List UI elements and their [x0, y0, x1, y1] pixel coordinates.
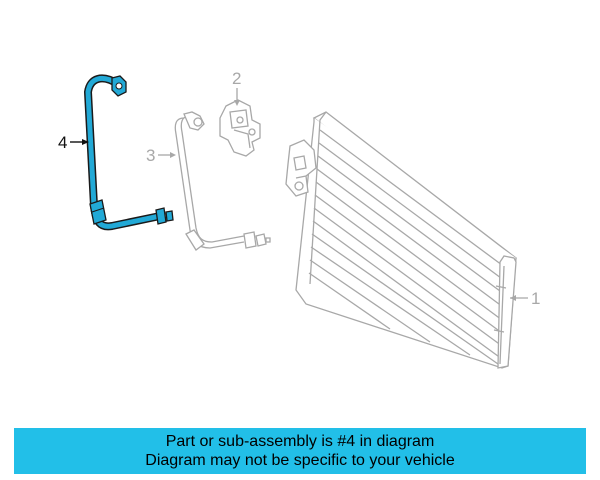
- condenser-part-1: [285, 111, 518, 369]
- callout-3: 3: [146, 146, 176, 165]
- banner-line-1: Part or sub-assembly is #4 in diagram: [165, 433, 435, 450]
- fitting-block-part-2: [219, 99, 261, 157]
- ac-line-part-4-highlighted: [83, 74, 174, 231]
- callout-1-label: 1: [531, 289, 540, 308]
- callout-2-label: 2: [232, 69, 241, 88]
- callout-2: 2: [232, 69, 241, 106]
- callout-4: 4: [58, 133, 89, 152]
- banner-line-2: Diagram may not be specific to your vehi…: [145, 452, 455, 469]
- info-banner: Part or sub-assembly is #4 in diagram Di…: [14, 428, 586, 474]
- ac-line-part-3: [174, 111, 271, 251]
- callout-3-label: 3: [146, 146, 155, 165]
- callout-4-label: 4: [58, 133, 67, 152]
- parts-diagram: 1 2 3 4: [58, 69, 540, 369]
- callout-1: 1: [510, 289, 540, 308]
